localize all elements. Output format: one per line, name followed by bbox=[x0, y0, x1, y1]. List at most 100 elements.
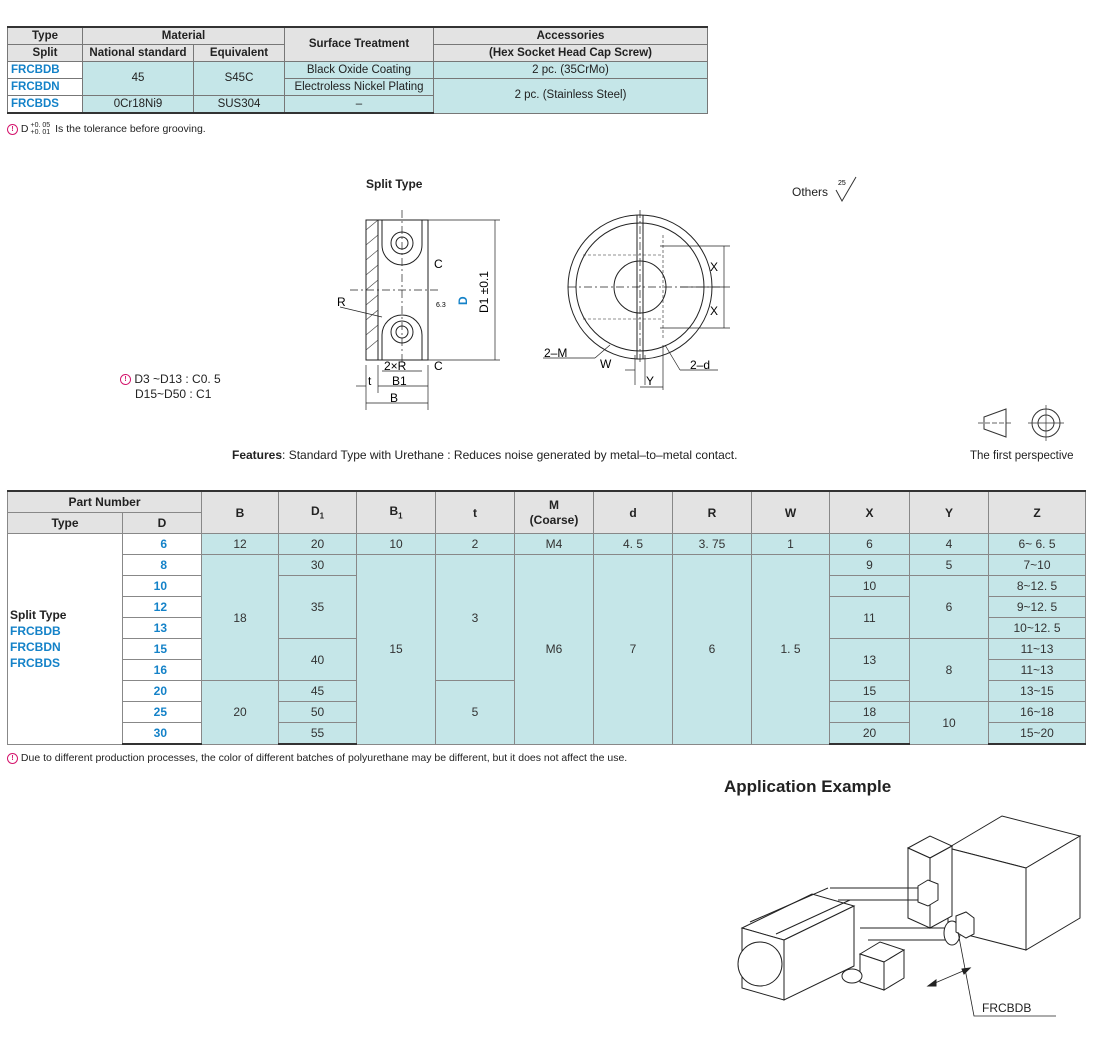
b-cell: 20 bbox=[201, 680, 279, 745]
x-cell: 6 bbox=[829, 533, 910, 555]
surface-cell: – bbox=[284, 95, 434, 114]
d1-cell: 35 bbox=[278, 575, 357, 639]
footnote: ! Due to different production processes,… bbox=[7, 752, 627, 764]
y-cell: 10 bbox=[909, 701, 989, 745]
d-cell: 13 bbox=[122, 617, 202, 639]
front-view bbox=[543, 210, 730, 390]
d-cell: 6 bbox=[122, 533, 202, 555]
d1-cell: 40 bbox=[278, 638, 357, 681]
spec-table: Part Number B D1 B1 t M(Coarse) d R W X … bbox=[7, 490, 1086, 745]
dd-cell: 4. 5 bbox=[593, 533, 673, 555]
header-d: D bbox=[122, 512, 202, 534]
t-cell: 2 bbox=[435, 533, 515, 555]
svg-text:R: R bbox=[337, 295, 346, 309]
side-view bbox=[339, 210, 500, 410]
dd-cell: 7 bbox=[593, 554, 673, 745]
technical-drawing: R 2×R C C t B1 B 6.3 D1 ±0.1 D X X 2 bbox=[337, 210, 730, 410]
y-cell: 5 bbox=[909, 554, 989, 576]
type-cell: FRCBDN bbox=[7, 78, 83, 96]
svg-text:6.3: 6.3 bbox=[436, 302, 446, 309]
header-y: Y bbox=[909, 490, 989, 534]
z-cell: 8~12. 5 bbox=[988, 575, 1086, 597]
b-cell: 18 bbox=[201, 554, 279, 681]
svg-text:FRCBDB: FRCBDB bbox=[982, 1001, 1031, 1015]
tolerance-note: ! D+0. 05+0. 01 Is the tolerance before … bbox=[7, 122, 206, 136]
r-cell: 6 bbox=[672, 554, 752, 745]
warning-icon: ! bbox=[7, 752, 18, 764]
drawing-title: Split Type bbox=[366, 177, 423, 191]
d-cell: 15 bbox=[122, 638, 202, 660]
y-cell: 6 bbox=[909, 575, 989, 639]
svg-text:W: W bbox=[600, 357, 612, 371]
equivalent-cell: SUS304 bbox=[193, 95, 285, 114]
header-part-number: Part Number bbox=[7, 490, 202, 513]
r-cell: 3. 75 bbox=[672, 533, 752, 555]
header-type: Type bbox=[7, 26, 83, 45]
svg-text:Y: Y bbox=[646, 374, 654, 388]
d-cell: 8 bbox=[122, 554, 202, 576]
z-cell: 16~18 bbox=[988, 701, 1086, 723]
d-cell: 20 bbox=[122, 680, 202, 702]
m-cell: M6 bbox=[514, 554, 594, 745]
accessories-cell: 2 pc. (35CrMo) bbox=[433, 61, 708, 79]
svg-text:B1: B1 bbox=[392, 374, 407, 388]
d-cell: 12 bbox=[122, 596, 202, 618]
equivalent-cell: S45C bbox=[193, 61, 285, 96]
header-x: X bbox=[829, 490, 910, 534]
material-table: Type Material Surface Treatment Accessor… bbox=[7, 26, 708, 114]
accessories-cell: 2 pc. (Stainless Steel) bbox=[433, 78, 708, 114]
d-cell: 16 bbox=[122, 659, 202, 681]
others-label: Others bbox=[792, 185, 829, 199]
warning-icon: ! bbox=[7, 123, 18, 135]
header-dd: d bbox=[593, 490, 673, 534]
z-cell: 11~13 bbox=[988, 659, 1086, 681]
type-cell: FRCBDB bbox=[7, 61, 83, 79]
warning-icon: ! bbox=[120, 374, 131, 386]
b-cell: 12 bbox=[201, 533, 279, 555]
header-b1: B1 bbox=[356, 490, 436, 534]
d-cell: 10 bbox=[122, 575, 202, 597]
chamfer-note: ! D3 ~D13 : C0. 5 D15~D50 : C1 bbox=[120, 372, 221, 402]
header-m: M(Coarse) bbox=[514, 490, 594, 534]
header-r: R bbox=[672, 490, 752, 534]
y-cell: 4 bbox=[909, 533, 989, 555]
application-title: Application Example bbox=[724, 777, 892, 796]
header-accessories-sub: (Hex Socket Head Cap Screw) bbox=[433, 44, 708, 62]
x-cell: 15 bbox=[829, 680, 910, 702]
header-z: Z bbox=[988, 490, 1086, 534]
svg-text:2–M: 2–M bbox=[544, 346, 567, 360]
d1-cell: 20 bbox=[278, 533, 357, 555]
national-cell: 45 bbox=[82, 61, 194, 96]
d1-cell: 50 bbox=[278, 701, 357, 723]
split-type-cell: Split Type FRCBDB FRCBDN FRCBDS bbox=[7, 533, 123, 745]
surface-cell: Electroless Nickel Plating bbox=[284, 78, 434, 96]
header-equivalent: Equivalent bbox=[193, 44, 285, 62]
national-cell: 0Cr18Ni9 bbox=[82, 95, 194, 114]
z-cell: 6~ 6. 5 bbox=[988, 533, 1086, 555]
header-t: t bbox=[435, 490, 515, 534]
svg-text:C: C bbox=[434, 359, 443, 373]
svg-text:C: C bbox=[434, 257, 443, 271]
t-cell: 5 bbox=[435, 680, 515, 745]
application-illustration: FRCBDB bbox=[737, 815, 1082, 1017]
z-cell: 7~10 bbox=[988, 554, 1086, 576]
perspective-label: The first perspective bbox=[970, 450, 1074, 462]
header-type: Type bbox=[7, 512, 123, 534]
b1-cell: 10 bbox=[356, 533, 436, 555]
z-cell: 10~12. 5 bbox=[988, 617, 1086, 639]
header-w: W bbox=[751, 490, 830, 534]
t-cell: 3 bbox=[435, 554, 515, 681]
x-cell: 20 bbox=[829, 722, 910, 745]
w-cell: 1. 5 bbox=[751, 554, 830, 745]
features-line: Features: Standard Type with Urethane : … bbox=[232, 448, 738, 462]
header-accessories: Accessories bbox=[433, 26, 708, 45]
m-cell: M4 bbox=[514, 533, 594, 555]
x-cell: 9 bbox=[829, 554, 910, 576]
svg-text:2–d: 2–d bbox=[690, 358, 710, 372]
svg-text:X: X bbox=[710, 260, 718, 274]
d1-cell: 55 bbox=[278, 722, 357, 745]
svg-text:D: D bbox=[456, 296, 470, 305]
projection-icon bbox=[978, 405, 1064, 441]
surface-cell: Black Oxide Coating bbox=[284, 61, 434, 79]
x-cell: 18 bbox=[829, 701, 910, 723]
